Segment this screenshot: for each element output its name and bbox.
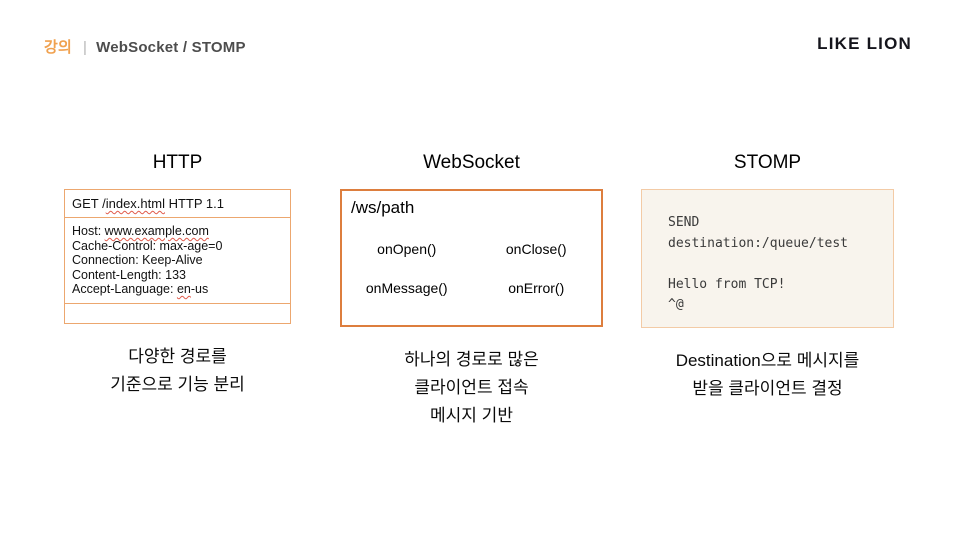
http-header-value: en xyxy=(176,282,191,296)
http-request-method: GET / xyxy=(72,196,106,211)
websocket-endpoint-box: /ws/path onOpen() onClose() onMessage() … xyxy=(340,189,603,327)
brand-logo: LIKE LION xyxy=(817,34,912,53)
header-category: 강의 xyxy=(44,39,73,56)
http-header-list: Host: www.example.com Cache-Control: max… xyxy=(65,218,290,304)
websocket-caption: 하나의 경로로 많은 클라이언트 접속 메시지 기반 xyxy=(340,346,603,430)
http-request-box: GET /index.html HTTP 1.1 Host: www.examp… xyxy=(64,189,291,324)
websocket-callback-onerror: onError() xyxy=(508,280,565,296)
http-header-accept-language: Accept-Language: en-us xyxy=(72,282,290,297)
websocket-callback-onclose: onClose() xyxy=(505,241,567,257)
http-title: HTTP xyxy=(152,152,203,173)
stomp-caption: Destination으로 메시지를 받을 클라이언트 결정 xyxy=(641,347,894,403)
websocket-title: WebSocket xyxy=(423,152,520,173)
websocket-callback-onopen: onOpen() xyxy=(377,241,437,257)
caption-line: 클라이언트 접속 xyxy=(414,378,529,397)
websocket-callback-grid: onOpen() onClose() onMessage() onError() xyxy=(342,241,601,296)
http-body-empty-section xyxy=(65,304,290,323)
stomp-frame-blank xyxy=(668,254,893,275)
http-request-version: HTTP 1.1 xyxy=(164,196,224,211)
http-header-host: Host: www.example.com xyxy=(72,224,290,239)
column-http: HTTP GET /index.html HTTP 1.1 Host: www.… xyxy=(64,150,291,399)
header-divider: | xyxy=(83,39,88,56)
websocket-path: /ws/path xyxy=(351,198,415,217)
stomp-frame-destination: destination:/queue/test xyxy=(668,235,849,251)
header-subtitle: WebSocket / STOMP xyxy=(96,39,246,56)
caption-line: 기준으로 기능 분리 xyxy=(110,375,245,394)
slide-header: 강의 | WebSocket / STOMP xyxy=(44,36,246,57)
stomp-frame-box: SEND destination:/queue/test Hello from … xyxy=(641,189,894,328)
http-header-connection: Connection: Keep-Alive xyxy=(72,253,203,267)
caption-line: 다양한 경로를 xyxy=(128,347,227,366)
caption-line: 받을 클라이언트 결정 xyxy=(692,379,843,398)
caption-line: 메시지 기반 xyxy=(430,406,513,425)
http-header-cache-control: Cache-Control: max-age=0 xyxy=(72,238,223,253)
stomp-frame-command: SEND xyxy=(668,215,700,230)
http-header-value: www.example.com xyxy=(104,224,209,238)
http-header-suffix: -us xyxy=(190,282,209,296)
http-request-line: GET /index.html HTTP 1.1 xyxy=(65,190,290,218)
http-header-label: Accept-Language: xyxy=(72,282,177,296)
http-header-label: Host: xyxy=(72,224,105,238)
column-stomp: STOMP SEND destination:/queue/test Hello… xyxy=(641,150,894,403)
http-request-path: index.html xyxy=(105,196,165,211)
http-caption: 다양한 경로를 기준으로 기능 분리 xyxy=(64,343,291,399)
caption-line: 하나의 경로로 많은 xyxy=(404,350,539,369)
websocket-callback-onmessage: onMessage() xyxy=(365,280,448,296)
http-header-content-length: Content-Length: 133 xyxy=(72,267,186,282)
column-websocket: WebSocket /ws/path onOpen() onClose() on… xyxy=(340,150,603,430)
caption-line: Destination으로 메시지를 xyxy=(675,351,860,370)
stomp-title: STOMP xyxy=(733,152,802,173)
stomp-frame-body: Hello from TCP! xyxy=(668,276,786,292)
stomp-frame-terminator: ^@ xyxy=(668,297,684,312)
